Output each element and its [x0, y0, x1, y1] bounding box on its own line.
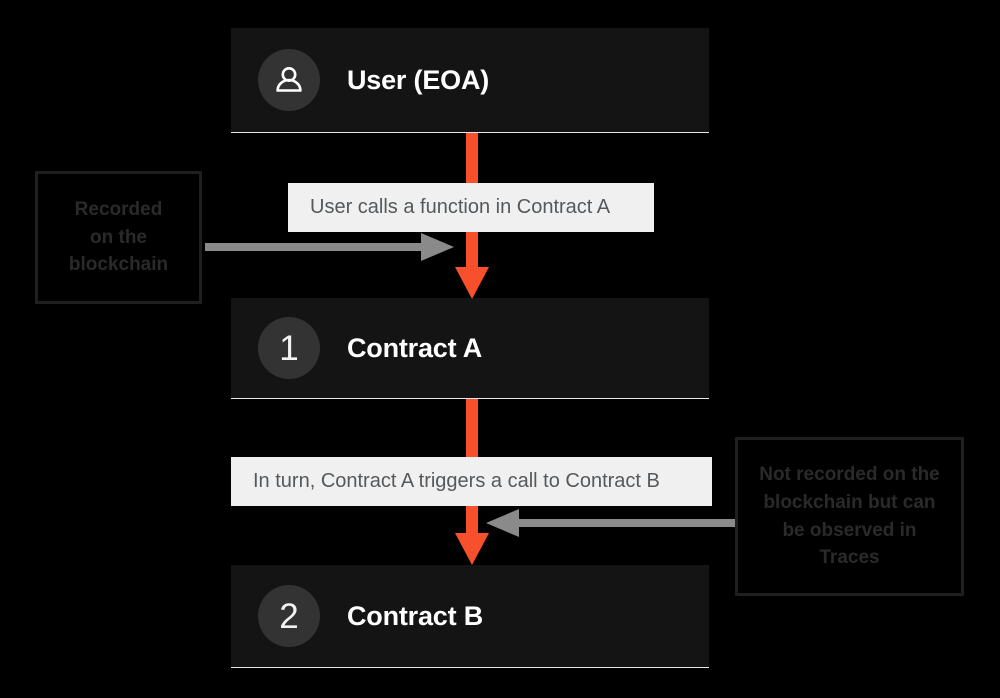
node-contract-a: 1 Contract A [231, 298, 709, 399]
step-number-badge-2: 2 [258, 585, 320, 647]
caption-2-text: In turn, Contract A triggers a call to C… [253, 470, 660, 492]
node-user-eoa: User (EOA) [231, 28, 709, 133]
caption-1-text: User calls a function in Contract A [310, 196, 611, 218]
caption-contract-a-triggers-contract-b: In turn, Contract A triggers a call to C… [231, 457, 712, 506]
caption-user-calls-contract-a: User calls a function in Contract A [288, 183, 654, 232]
step-number-2: 2 [279, 596, 299, 636]
node-contract-b: 2 Contract B [231, 565, 709, 668]
person-icon [276, 67, 302, 92]
node-contract-b-label: Contract B [347, 600, 484, 631]
pointer-arrow-right [205, 233, 454, 261]
user-avatar-badge [258, 49, 320, 111]
pointer-arrow-left [486, 509, 735, 537]
node-contract-a-label: Contract A [347, 332, 483, 363]
step-number-1: 1 [279, 328, 299, 368]
step-number-badge-1: 1 [258, 317, 320, 379]
node-user-label: User (EOA) [347, 64, 490, 95]
